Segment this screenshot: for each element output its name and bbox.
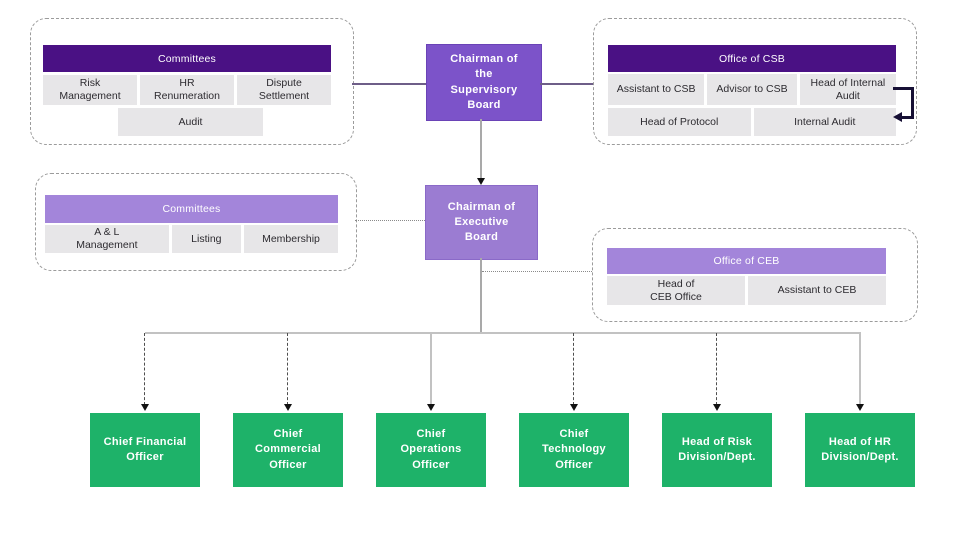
node-chief-operations-officer: Chief Operations Officer (376, 413, 486, 487)
connector-eb-committees-dotted (355, 220, 425, 221)
arrow-down-icon (856, 404, 864, 411)
committee-cell: Risk Management (43, 75, 137, 105)
connector-drop-5 (716, 333, 717, 405)
feedback-arrow-segment (911, 87, 914, 119)
office-cell: Head of Protocol (608, 108, 751, 136)
connector-eb-down (480, 258, 482, 333)
connector-main-horizontal (145, 332, 861, 334)
group-header: Committees (45, 195, 338, 223)
committee-cell: Listing (171, 225, 241, 253)
connector-sb-to-eb (480, 119, 482, 180)
node-chairman-executive-board: Chairman of Executive Board (425, 185, 538, 260)
connector-drop-2 (287, 333, 288, 405)
committee-cell: A & L Management (45, 225, 169, 253)
node-chief-financial-officer: Chief Financial Officer (90, 413, 200, 487)
connector-drop-1 (144, 333, 145, 405)
connector-drop-6 (859, 333, 861, 405)
committee-cell: Membership (243, 225, 338, 253)
connector-drop-3 (430, 333, 432, 405)
node-chairman-supervisory-board: Chairman of the Supervisory Board (426, 44, 542, 121)
office-cell: Head of CEB Office (607, 276, 745, 305)
node-head-of-hr-division: Head of HR Division/Dept. (805, 413, 915, 487)
group-office-ceb: Office of CEB Head of CEB Office Assista… (592, 228, 918, 322)
connector-eb-ceb-dotted (482, 271, 592, 272)
group-header: Office of CEB (607, 248, 886, 274)
connector-drop-4 (573, 333, 574, 405)
group-committees-executive: Committees A & L Management Listing Memb… (35, 173, 357, 271)
office-cell: Advisor to CSB (707, 74, 797, 105)
office-cell: Head of Internal Audit (799, 74, 897, 105)
feedback-arrow-segment (893, 87, 914, 90)
group-committees-supervisory: Committees Risk Management HR Renumerati… (30, 18, 354, 145)
committee-cell: Dispute Settlement (237, 75, 331, 105)
arrow-down-icon (141, 404, 149, 411)
group-header: Office of CSB (608, 45, 896, 72)
committee-cell: Audit (118, 108, 263, 136)
feedback-arrow-segment (902, 116, 914, 119)
arrow-down-icon (570, 404, 578, 411)
committee-cell: HR Renumeration (140, 75, 234, 105)
arrow-down-icon (713, 404, 721, 411)
group-office-csb: Office of CSB Assistant to CSB Advisor t… (593, 18, 917, 145)
office-cell: Assistant to CSB (608, 74, 705, 105)
node-chief-technology-officer: Chief Technology Officer (519, 413, 629, 487)
feedback-arrow-left-icon (893, 112, 902, 122)
arrow-down-icon (427, 404, 435, 411)
arrow-down-icon (477, 178, 485, 185)
group-header: Committees (43, 45, 331, 72)
office-cell: Assistant to CEB (748, 276, 886, 305)
connector-sb-left (352, 83, 426, 85)
node-chief-commercial-officer: Chief Commercial Officer (233, 413, 343, 487)
node-head-of-risk-division: Head of Risk Division/Dept. (662, 413, 772, 487)
arrow-down-icon (284, 404, 292, 411)
connector-sb-right (540, 83, 593, 85)
office-cell: Internal Audit (753, 108, 896, 136)
